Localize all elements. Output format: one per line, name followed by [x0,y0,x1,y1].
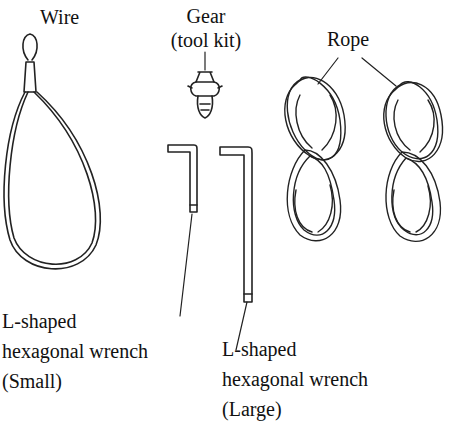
large-wrench-drawing [220,147,252,302]
part-label: L-shaped hexagonal wrench (Large) [222,334,376,424]
wire-drawing [4,34,100,269]
part-label: Wire [40,2,100,32]
part-label: Rope [327,24,387,54]
gear-drawing [188,72,222,118]
leader-lines [180,52,396,350]
small-wrench-drawing [168,145,197,212]
part-label: L-shaped hexagonal wrench (Small) [2,306,156,396]
rope-drawing [285,77,443,241]
part-label: Gear (tool kit) [166,4,246,52]
